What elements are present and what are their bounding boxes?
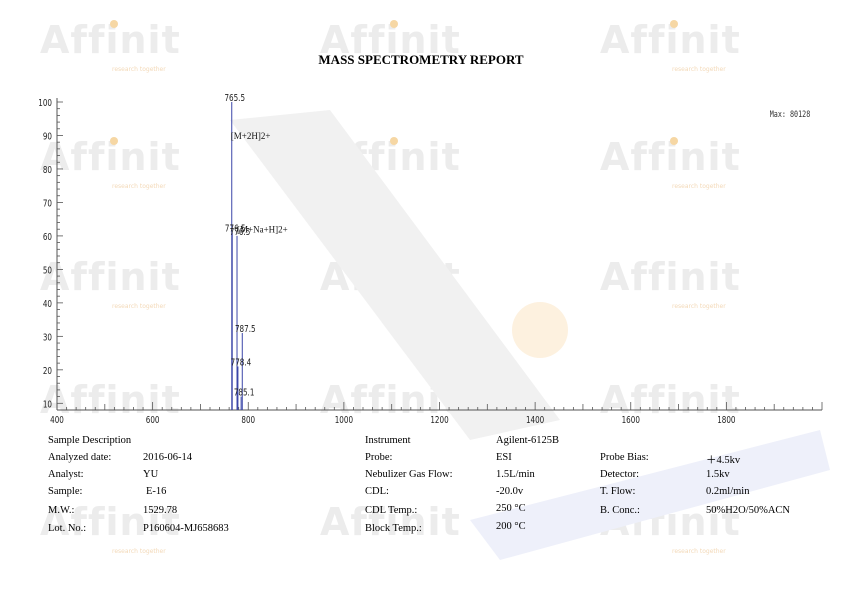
watermark-tagline: research together (112, 66, 166, 73)
watermark-tagline: research together (672, 66, 726, 73)
y-tick-label: 90 (43, 131, 52, 142)
info-label: Lot. No.: (48, 523, 87, 534)
watermark-logo: Affinit (40, 135, 181, 179)
info-value: 1529.78 (143, 505, 178, 516)
info-value: 200 °C (496, 521, 526, 532)
y-tick-label: 80 (43, 165, 52, 176)
x-tick-label: 600 (146, 415, 160, 426)
watermark-dot (670, 137, 678, 145)
x-tick-label: 1600 (622, 415, 640, 426)
info-value: ＋4.5kv (706, 455, 741, 466)
y-tick-label: 60 (43, 232, 52, 243)
info-label: CDL Temp.: (365, 505, 418, 516)
watermark-tagline: research together (672, 183, 726, 190)
mass-spectrum-chart: 400 600 800 1000 1200 1400 1600 1800 10 20 30 40 50 6… (38, 93, 823, 426)
max-intensity-label: Max: 80128 (770, 109, 811, 119)
report-title: MASS SPECTROMETRY REPORT (318, 52, 524, 67)
watermark-logo: Affinit (600, 135, 741, 179)
x-tick-label: 1000 (335, 415, 353, 426)
info-label: Probe Bias: (600, 452, 649, 463)
info-value: -20.0v (496, 486, 524, 497)
info-label: CDL: (365, 486, 389, 497)
y-tick-label: 20 (43, 366, 52, 377)
info-value: 0.2ml/min (706, 486, 750, 497)
x-tick-label: 1400 (526, 415, 544, 426)
peak-label: 776.5 (230, 227, 251, 238)
y-tick-label: 100 (38, 98, 52, 109)
info-value: E-16 (146, 486, 167, 497)
info-label: Detector: (600, 469, 640, 480)
peak-label: 778.4 (231, 357, 252, 368)
info-value: ESI (496, 452, 512, 463)
y-tick-label: 50 (43, 265, 52, 276)
info-label: Nebulizer Gas Flow: (365, 469, 453, 480)
info-label: Sample: (48, 486, 83, 497)
watermark-logo: Affinit (600, 378, 741, 422)
watermark-logo: Affinit (40, 18, 181, 62)
peak-label: 776.5 (225, 224, 246, 235)
watermark-dot (670, 20, 678, 28)
watermark-dot (110, 20, 118, 28)
watermark-logo: Affinit (40, 255, 181, 299)
watermark-dot (390, 20, 398, 28)
watermark-tagline: research together (672, 303, 726, 310)
watermark-logo: Affinit (600, 255, 741, 299)
x-tick-label: 800 (241, 415, 255, 426)
watermark-tagline: research together (112, 303, 166, 310)
info-label: Block Temp.: (365, 523, 422, 534)
info-label: B. Conc.: (600, 505, 640, 516)
info-label: Analyzed date: (48, 452, 112, 463)
info-value: 50%H2O/50%ACN (706, 505, 790, 516)
info-value: 2016-06-14 (143, 452, 192, 463)
info-label: M.W.: (48, 505, 75, 516)
watermark-logo: Affinit (320, 18, 461, 62)
info-value: 1.5kv (706, 469, 730, 480)
watermark-logo: Affinit (600, 18, 741, 62)
y-tick-label: 30 (43, 332, 52, 343)
watermark-tagline: research together (112, 548, 166, 555)
info-value: P160604-MJ658683 (143, 523, 229, 534)
watermark-logo: Affinit (40, 500, 181, 544)
watermark-tagline: research together (672, 548, 726, 555)
watermark-dot (390, 137, 398, 145)
y-tick-label: 70 (43, 198, 52, 209)
peak-label: 765.5 (224, 93, 245, 104)
x-tick-label: 1800 (717, 415, 735, 426)
ion-annotation: [M+Na+H]2+ (237, 225, 288, 235)
sample-description-heading: Sample Description (48, 435, 132, 446)
y-tick-label: 40 (43, 299, 52, 310)
info-value: 1.5L/min (496, 469, 535, 480)
peak-label: 785.1 (234, 388, 255, 399)
info-label: Probe: (365, 452, 393, 463)
watermark-logo: Affinit (40, 378, 181, 422)
watermark-tagline: research together (112, 183, 166, 190)
ion-annotation: [M+2H]2+ (231, 131, 271, 141)
watermark-logo: Affinit (320, 500, 461, 544)
x-tick-label: 400 (50, 415, 64, 426)
info-label: Analyst: (48, 469, 84, 480)
info-value: YU (143, 469, 159, 480)
watermark-dot (110, 137, 118, 145)
peak-label: 787.5 (235, 324, 256, 335)
y-tick-label: 10 (43, 399, 52, 410)
x-tick-label: 1200 (430, 415, 448, 426)
info-label: Instrument (365, 435, 411, 446)
info-value: Agilent-6125B (496, 435, 559, 446)
info-label: T. Flow: (600, 486, 636, 497)
info-value: 250 °C (496, 503, 526, 514)
